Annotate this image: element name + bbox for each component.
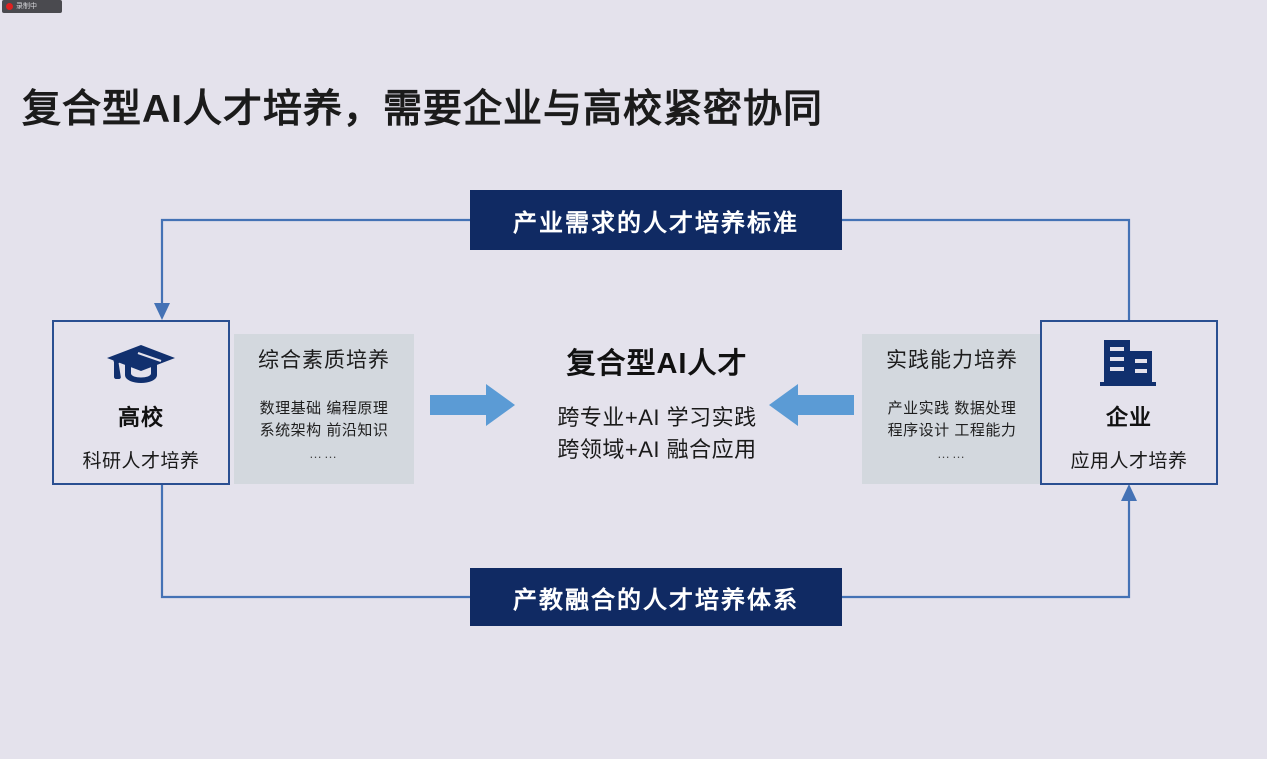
recording-dot-icon [6, 3, 13, 10]
panel-left-heading: 综合素质培养 [258, 349, 390, 372]
node-composite-ai-talent: 复合型AI人才 跨专业+AI 学习实践 跨领域+AI 融合应用 [512, 340, 802, 466]
node-university-title: 高校 [117, 405, 164, 430]
center-line-1: 跨专业+AI 学习实践 [557, 405, 757, 430]
panel-comprehensive-quality: 综合素质培养 数理基础 编程原理 系统架构 前沿知识 …… [234, 334, 414, 484]
node-enterprise-title: 企业 [1105, 405, 1152, 430]
panel-right-items: 产业实践 数据处理 程序设计 工程能力 [888, 398, 1017, 442]
panel-right-line-2: 程序设计 工程能力 [887, 421, 1017, 439]
connector-university-to-bottom [160, 485, 470, 599]
panel-left-line-2: 系统架构 前沿知识 [259, 421, 389, 439]
arrow-pointing-left [769, 384, 854, 426]
center-line-2: 跨领域+AI 融合应用 [557, 436, 757, 462]
arrow-pointing-right [430, 384, 515, 426]
panel-right-heading: 实践能力培养 [886, 349, 1018, 372]
panel-right-line-1: 产业实践 数据处理 [887, 400, 1017, 417]
node-university[interactable]: 高校 科研人才培养 [52, 320, 230, 485]
node-enterprise-subtitle: 应用人才培养 [1070, 451, 1188, 472]
recording-label: 录制中 [16, 3, 37, 10]
office-building-icon [1098, 338, 1160, 388]
panel-left-ellipsis: …… [309, 445, 339, 461]
panel-right-ellipsis: …… [937, 445, 967, 461]
connector-bottom-to-enterprise [842, 499, 1131, 599]
node-enterprise[interactable]: 企业 应用人才培养 [1040, 320, 1218, 485]
banner-integration-system[interactable]: 产教融合的人才培养体系 [470, 568, 842, 626]
graduation-cap-icon [105, 338, 177, 388]
node-university-subtitle: 科研人才培养 [82, 451, 200, 472]
connector-enterprise-to-top [842, 218, 1131, 320]
panel-left-line-1: 数理基础 编程原理 [259, 400, 389, 417]
page-title: 复合型AI人才培养，需要企业与高校紧密协同 [22, 88, 824, 131]
center-items: 跨专业+AI 学习实践 跨领域+AI 融合应用 [557, 402, 756, 466]
center-title: 复合型AI人才 [566, 348, 748, 380]
recording-badge[interactable]: 录制中 [2, 0, 62, 13]
panel-left-items: 数理基础 编程原理 系统架构 前沿知识 [260, 398, 389, 442]
panel-practical-ability: 实践能力培养 产业实践 数据处理 程序设计 工程能力 …… [862, 334, 1042, 484]
arrowhead-up-enterprise [1121, 484, 1137, 501]
connector-top-to-university [160, 218, 470, 306]
banner-industry-standard[interactable]: 产业需求的人才培养标准 [470, 190, 842, 250]
arrowhead-down-university [154, 303, 170, 320]
